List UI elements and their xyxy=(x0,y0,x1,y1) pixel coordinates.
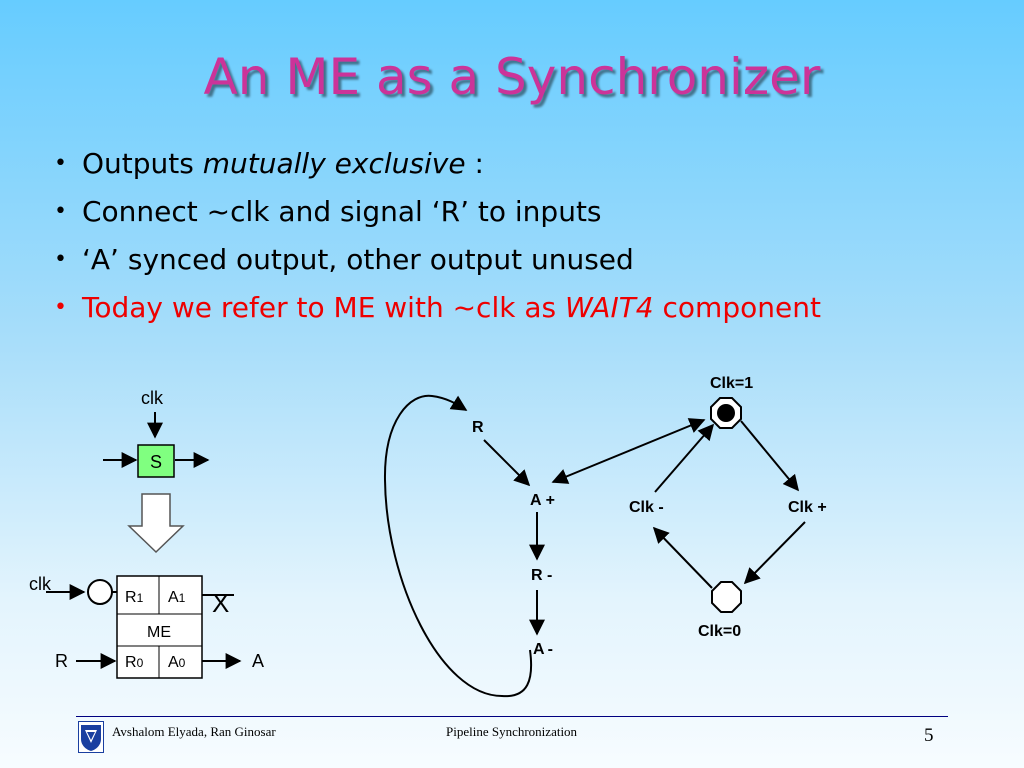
inverter-bubble xyxy=(87,579,113,605)
footer-authors: Avshalom Elyada, Ran Ginosar xyxy=(112,724,276,739)
bullet-item-highlight: Today we refer to ME with ~clk as WAIT4 … xyxy=(50,284,821,332)
me-r0-label: R0 xyxy=(125,654,144,671)
me-a1-label: A1 xyxy=(168,589,186,606)
r-plus-node: R xyxy=(472,419,484,436)
me-label: ME xyxy=(147,624,171,641)
r-minus-node: R - xyxy=(531,567,552,584)
me-a0-label: A0 xyxy=(168,654,186,671)
unused-output-mark: X xyxy=(212,588,229,618)
bullet-text: ‘A’ synced output, other output unused xyxy=(82,243,634,276)
footer-topic: Pipeline Synchronization xyxy=(446,724,578,739)
edge-a-clk1 xyxy=(551,418,706,484)
bullet-item: Outputs mutually exclusive : xyxy=(50,140,821,188)
edge-clk1-clkplus xyxy=(740,420,800,492)
bullet-text: Today we refer to ME with ~clk as xyxy=(82,291,565,324)
bullet-text: : xyxy=(465,147,484,180)
loop-arc xyxy=(383,394,533,698)
bullet-text: component xyxy=(653,291,821,324)
clk-plus-node: Clk + xyxy=(788,499,827,516)
transition-graph: R A+ R - A- Clk=1 Clk - Clk + Clk=0 xyxy=(383,375,827,698)
a-plus-node: A+ xyxy=(530,492,555,509)
transform-arrow xyxy=(127,493,185,554)
clk-label-left: clk xyxy=(29,574,52,594)
synchronizer-diagram: clk S clk R1 A1 ME R0 A0 X R A xyxy=(29,388,264,679)
edge-clkminus-clk1 xyxy=(654,423,715,493)
edge-clkplus-clk0 xyxy=(743,521,806,585)
edge-clk0-clkminus xyxy=(652,526,713,589)
technion-logo-icon xyxy=(78,721,104,753)
a-output-label: A xyxy=(252,651,264,671)
clk0-label: Clk=0 xyxy=(698,623,741,640)
clk-label-top: clk xyxy=(141,388,164,408)
sampler-label: S xyxy=(150,452,162,472)
a-minus-node: A- xyxy=(533,641,553,658)
footer-divider xyxy=(76,716,948,717)
clk-minus-node: Clk - xyxy=(629,499,664,516)
me-r1-label: R1 xyxy=(125,589,144,606)
clk1-token xyxy=(717,404,735,422)
edge-r-a xyxy=(483,439,531,487)
bullet-text: Outputs xyxy=(82,147,203,180)
bullet-list: Outputs mutually exclusive : Connect ~cl… xyxy=(50,140,821,332)
bullet-text: Connect ~clk and signal ‘R’ to inputs xyxy=(82,195,602,228)
clk0-place xyxy=(711,581,742,613)
clk1-label: Clk=1 xyxy=(710,375,753,392)
page-number: 5 xyxy=(924,725,934,746)
bullet-item: ‘A’ synced output, other output unused xyxy=(50,236,821,284)
sampler-box xyxy=(137,444,175,478)
bullet-item: Connect ~clk and signal ‘R’ to inputs xyxy=(50,188,821,236)
bullet-emphasis: mutually exclusive xyxy=(202,147,466,180)
bullet-emphasis: WAIT4 xyxy=(565,291,654,324)
r-input-label: R xyxy=(55,651,68,671)
slide-title: An ME as a Synchronizer xyxy=(203,48,821,106)
